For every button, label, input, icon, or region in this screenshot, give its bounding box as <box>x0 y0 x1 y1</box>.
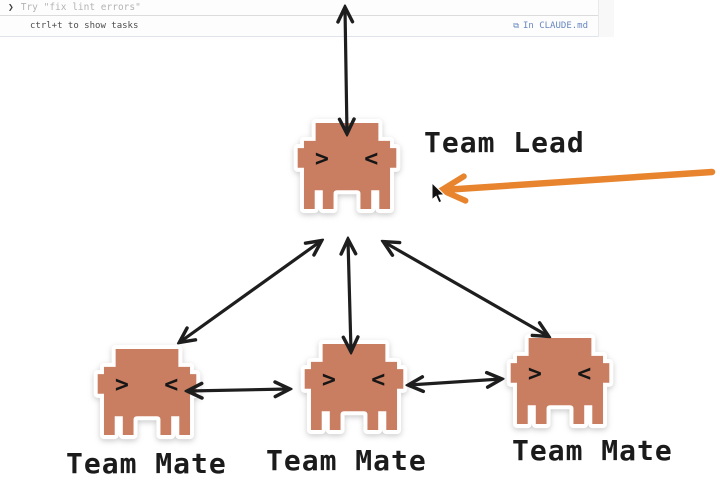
file-icon: ⧉ <box>513 21 519 30</box>
team-mate-mascot-1: > < <box>86 340 208 448</box>
mascot-left-eye: > <box>322 366 336 393</box>
prompt-chevron-icon: ❯ <box>8 2 14 13</box>
mascot-body <box>300 339 408 435</box>
mouse-cursor-icon <box>431 182 446 204</box>
tasks-shortcut-hint: ctrl+t to show tasks <box>30 21 139 31</box>
mascot-body <box>506 333 614 429</box>
mascot-body <box>93 344 201 440</box>
team-mate-mascot-3: > < <box>499 329 621 437</box>
team-mate-label-2: Team Mate <box>266 444 427 477</box>
agent-mascot-svg: > < <box>300 339 408 435</box>
agent-mascot-svg: > < <box>293 118 401 214</box>
mascot-left-eye: > <box>528 360 542 387</box>
prompt-placeholder: Try "fix lint errors" <box>20 2 141 13</box>
team-lead-mascot: > < <box>286 114 408 222</box>
mascot-left-eye: > <box>315 145 329 172</box>
mascot-right-eye: < <box>577 360 591 387</box>
mascot-left-eye: > <box>115 371 129 398</box>
mascot-right-eye: < <box>371 366 385 393</box>
team-mate-label-3: Team Mate <box>512 434 673 467</box>
agent-mascot-svg: > < <box>93 344 201 440</box>
claude-code-terminal: ❯ Try "fix lint errors" ctrl+t to show t… <box>0 0 599 37</box>
team-mate-label-1: Team Mate <box>66 447 227 480</box>
team-lead-label: Team Lead <box>424 126 585 159</box>
highlight-arrow <box>443 168 716 190</box>
mascot-right-eye: < <box>364 145 378 172</box>
status-bar: ctrl+t to show tasks ⧉ In CLAUDE.md <box>0 16 598 37</box>
mascot-body <box>293 118 401 214</box>
prompt-row[interactable]: ❯ Try "fix lint errors" <box>0 0 598 16</box>
scrollbar-gutter <box>599 0 614 37</box>
arrow-mate2-to-mate3 <box>409 379 501 385</box>
arrow-lead-to-mate3 <box>384 242 548 336</box>
agent-mascot-svg: > < <box>506 333 614 429</box>
team-mate-mascot-2: > < <box>293 335 415 443</box>
mascot-right-eye: < <box>164 371 178 398</box>
claude-md-indicator[interactable]: ⧉ In CLAUDE.md <box>513 21 588 31</box>
arrow-lead-to-mate1 <box>180 241 321 342</box>
claude-md-label: In CLAUDE.md <box>522 21 588 31</box>
